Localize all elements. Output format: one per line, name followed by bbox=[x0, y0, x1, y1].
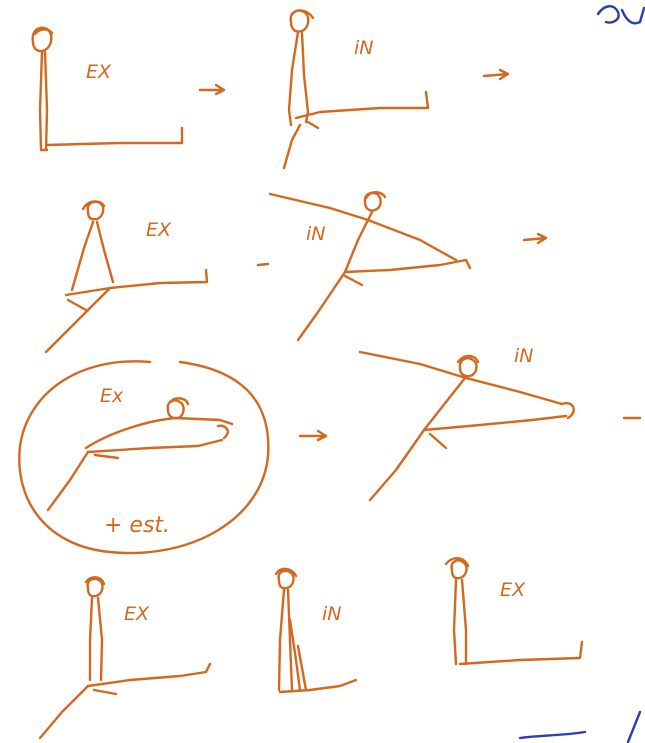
figure-r1-standing-ex bbox=[31, 26, 184, 152]
label-r2-ex: EX bbox=[146, 219, 172, 241]
cropped-blue-writing-bottom bbox=[518, 710, 642, 743]
label-r1-ex: EX bbox=[86, 61, 112, 83]
label-r3-ex: Ex bbox=[100, 385, 124, 407]
label-r2-in: iN bbox=[306, 223, 326, 245]
arrow-r1-2 bbox=[482, 68, 510, 81]
figure-r4-pike-in bbox=[274, 567, 358, 694]
arrow-r3-1 bbox=[298, 429, 328, 442]
arrow-r2 bbox=[522, 232, 548, 245]
circled-figure-r3-ex bbox=[18, 360, 270, 555]
label-r4-ex-2: EX bbox=[500, 579, 526, 601]
dash-r2 bbox=[256, 262, 270, 267]
label-r4-ex: EX bbox=[124, 603, 150, 625]
label-r4-in: iN bbox=[322, 603, 342, 625]
label-r3-note: + est. bbox=[104, 513, 170, 538]
figure-r2-straddle-in bbox=[268, 191, 472, 342]
figure-r2-lunge-ex bbox=[44, 200, 209, 354]
label-r1-in: iN bbox=[354, 37, 374, 59]
figure-r3-split-in bbox=[358, 350, 575, 502]
figure-r4-seated-ex bbox=[444, 557, 584, 666]
cropped-blue-writing-top bbox=[596, 5, 645, 25]
figure-r1-split-in bbox=[282, 9, 430, 170]
arrow-r1-1 bbox=[198, 83, 226, 96]
label-r3-in: iN bbox=[514, 345, 534, 367]
figure-r4-lunge-ex bbox=[38, 576, 212, 740]
